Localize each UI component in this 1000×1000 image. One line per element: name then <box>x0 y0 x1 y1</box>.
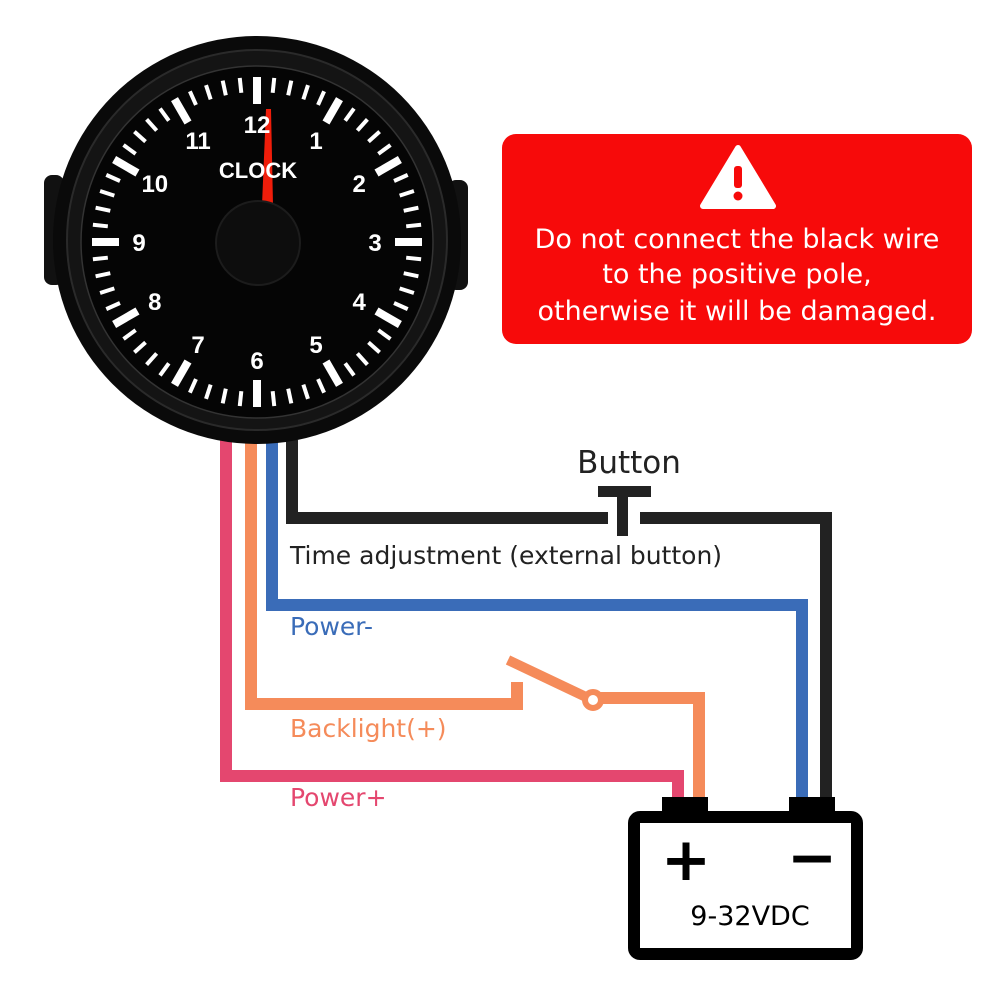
minor-tick <box>393 301 409 311</box>
minor-tick <box>270 77 277 94</box>
backlight-wire-left <box>245 440 523 710</box>
minor-tick <box>316 378 326 394</box>
minor-tick <box>95 205 111 213</box>
battery-plus-sign: + <box>661 825 711 895</box>
minor-tick <box>133 130 147 144</box>
minor-tick <box>393 173 409 183</box>
minor-tick <box>367 130 381 144</box>
minor-tick <box>92 222 109 229</box>
minor-tick <box>377 143 392 156</box>
minor-tick <box>301 384 310 400</box>
backlight-label: Backlight(+) <box>290 714 447 743</box>
warning-line-2: to the positive pole, <box>602 259 871 290</box>
minor-tick <box>316 90 326 106</box>
major-tick <box>112 156 140 177</box>
minor-tick <box>403 271 419 279</box>
tick-marks <box>92 77 422 407</box>
minor-tick <box>367 340 381 354</box>
major-tick <box>171 359 192 387</box>
major-tick <box>374 307 402 328</box>
minor-tick <box>105 173 121 183</box>
button-label: Button <box>577 445 681 481</box>
minor-tick <box>133 340 147 354</box>
hour-number: 7 <box>191 332 204 359</box>
hour-number: 1 <box>309 128 322 155</box>
battery-positive-terminal <box>662 797 708 815</box>
hour-number: 3 <box>368 230 381 257</box>
hour-number: 5 <box>309 332 322 359</box>
minor-tick <box>158 362 171 377</box>
minor-tick <box>405 222 422 229</box>
minor-tick <box>286 388 294 404</box>
minor-tick <box>99 189 115 198</box>
minor-tick <box>92 255 109 262</box>
warning-triangle-icon <box>700 145 776 209</box>
minor-tick <box>377 328 392 341</box>
minor-tick <box>220 388 228 404</box>
power-neg-label: Power- <box>290 612 373 641</box>
hour-number: 4 <box>353 289 367 316</box>
minor-tick <box>95 271 111 279</box>
minor-tick <box>270 390 277 407</box>
minor-tick <box>343 362 356 377</box>
backlight-wire-right <box>600 692 705 800</box>
major-tick <box>374 156 402 177</box>
time-adjust-label: Time adjustment (external button) <box>289 541 722 570</box>
minor-tick <box>188 90 198 106</box>
warning-line-3: otherwise it will be damaged. <box>538 296 937 327</box>
minor-tick <box>204 84 213 100</box>
battery: + − 9-32VDC <box>628 797 863 960</box>
warning-line-1: Do not connect the black wire <box>535 224 940 255</box>
hour-number: 11 <box>185 128 210 155</box>
major-tick <box>112 307 140 328</box>
battery-voltage: 9-32VDC <box>690 901 809 932</box>
minor-tick <box>355 352 369 366</box>
battery-negative-terminal <box>789 797 835 815</box>
minor-tick <box>105 301 121 311</box>
minor-tick <box>399 286 415 295</box>
minor-tick <box>145 118 159 132</box>
backlight-switch <box>505 655 604 711</box>
power-neg-wire <box>266 440 808 800</box>
clock-hand <box>262 109 273 205</box>
major-tick <box>322 97 343 125</box>
minor-tick <box>220 80 228 96</box>
clock-face-label: CLOCK <box>219 158 297 183</box>
minor-tick <box>122 328 137 341</box>
hour-number: 8 <box>148 289 161 316</box>
minor-tick <box>403 205 419 213</box>
minor-tick <box>286 80 294 96</box>
major-tick <box>171 97 192 125</box>
minor-tick <box>301 84 310 100</box>
minor-tick <box>399 189 415 198</box>
time-adjust-wire-left <box>286 440 608 524</box>
minor-tick <box>343 107 356 122</box>
minor-tick <box>145 352 159 366</box>
hour-number: 10 <box>141 171 168 198</box>
push-button-symbol <box>598 486 651 536</box>
minor-tick <box>99 286 115 295</box>
minor-tick <box>122 143 137 156</box>
hour-number: 2 <box>353 171 366 198</box>
time-adjust-wire-right <box>640 512 832 800</box>
major-tick <box>322 359 343 387</box>
minor-tick <box>237 390 244 407</box>
battery-minus-sign: − <box>787 823 837 893</box>
minor-tick <box>405 255 422 262</box>
hour-number: 9 <box>132 230 145 257</box>
minor-tick <box>237 77 244 94</box>
center-knob <box>215 200 301 286</box>
power-pos-wire <box>220 440 684 800</box>
minor-tick <box>158 107 171 122</box>
warning-box: Do not connect the black wire to the pos… <box>502 134 972 344</box>
minor-tick <box>204 384 213 400</box>
minor-tick <box>188 378 198 394</box>
power-pos-label: Power+ <box>290 783 387 812</box>
minor-tick <box>355 118 369 132</box>
hour-number: 6 <box>250 348 263 375</box>
hour-number: 12 <box>244 112 271 139</box>
